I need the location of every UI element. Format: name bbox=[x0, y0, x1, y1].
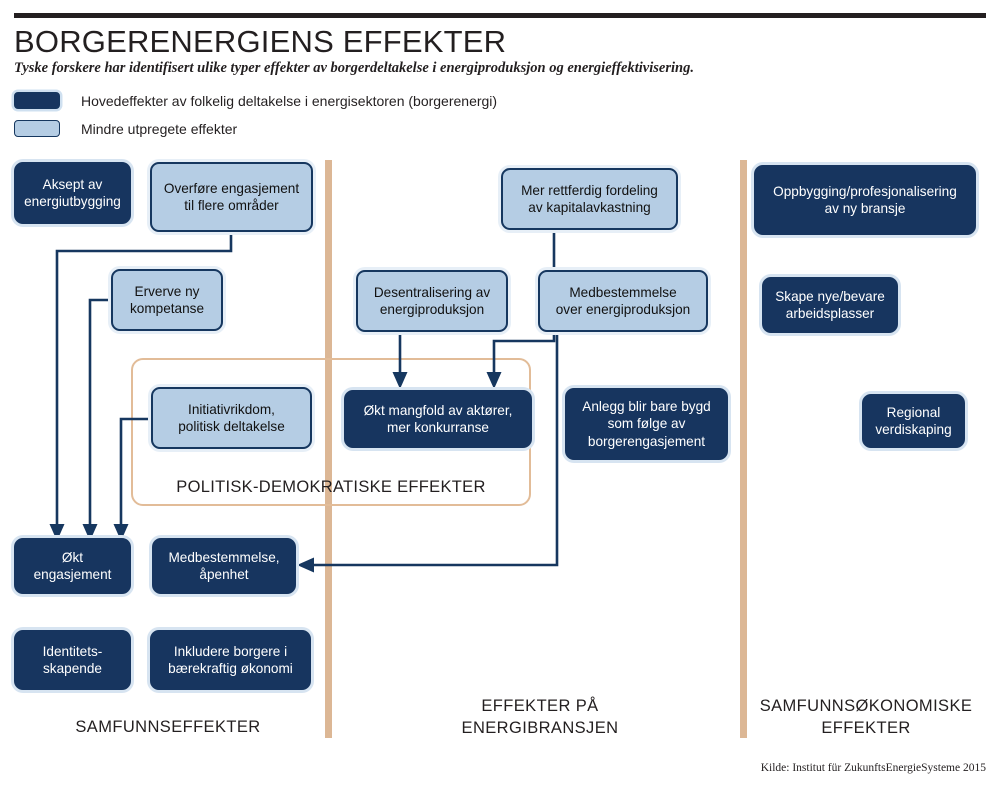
node-medbestemmelse-over-energiproduksjon[interactable]: Medbestemmelse over energiproduksjon bbox=[538, 270, 708, 332]
column-caption-samfunnseffekter: SAMFUNNSEFFEKTER bbox=[75, 718, 261, 736]
legend-item-main-effects: Hovedeffekter av folkelig deltakelse i e… bbox=[14, 92, 497, 109]
node-inkludere-borgere[interactable]: Inkludere borgere i bærekraftig økonomi bbox=[150, 630, 311, 690]
node-desentralisering[interactable]: Desentralisering av energiproduksjon bbox=[356, 270, 508, 332]
legend-item-minor-effects: Mindre utpregete effekter bbox=[14, 120, 237, 137]
node-okt-engasjement[interactable]: Økt engasjement bbox=[14, 538, 131, 594]
node-initiativrikdom[interactable]: Initiativrikdom, politisk deltakelse bbox=[151, 387, 312, 449]
legend-label-minor-effects: Mindre utpregete effekter bbox=[81, 120, 238, 137]
node-identitetsskapende[interactable]: Identitets- skapende bbox=[14, 630, 131, 690]
node-erverve-ny-kompetanse[interactable]: Erverve ny kompetanse bbox=[111, 269, 223, 331]
page-subtitle: Tyske forskere har identifisert ulike ty… bbox=[14, 60, 694, 76]
source-credit: Kilde: Institut für ZukunftsEnergieSyste… bbox=[760, 762, 986, 774]
column-divider-2 bbox=[740, 160, 747, 738]
column-caption-samfunnsokonomiske-effekter: SAMFUNNSØKONOMISKE EFFEKTER bbox=[759, 697, 973, 738]
node-regional-verdiskaping[interactable]: Regional verdiskaping bbox=[862, 394, 965, 448]
header-rule bbox=[14, 13, 986, 18]
column-caption-effekter-pa-energibransjen: EFFEKTER PÅ ENERGIBRANSJEN bbox=[461, 697, 619, 738]
legend-label-main-effects: Hovedeffekter av folkelig deltakelse i e… bbox=[81, 92, 498, 109]
node-overfore-engasjement[interactable]: Overføre engasjement til flere områder bbox=[150, 162, 313, 232]
page-title: BORGERENERGIENS EFFEKTER bbox=[14, 24, 507, 59]
node-okt-mangfold[interactable]: Økt mangfold av aktører, mer konkurranse bbox=[344, 390, 532, 448]
node-oppbygging-profesjonalisering[interactable]: Oppbygging/profesjonalisering av ny bran… bbox=[754, 165, 976, 235]
node-aksept-av-energiutbygging[interactable]: Aksept av energiutbygging bbox=[14, 162, 131, 224]
node-anlegg-blir-bare-bygd[interactable]: Anlegg blir bare bygd som følge av borge… bbox=[565, 388, 728, 460]
legend-swatch-dark-icon bbox=[14, 92, 60, 109]
node-mer-rettferdig-fordeling[interactable]: Mer rettferdig fordeling av kapitalavkas… bbox=[501, 168, 678, 230]
group-title-political-democratic: POLITISK-DEMOKRATISKE EFFEKTER bbox=[176, 478, 486, 496]
node-medbestemmelse-apenhet[interactable]: Medbestemmelse, åpenhet bbox=[152, 538, 296, 594]
node-skape-nye-bevare-arbeidsplasser[interactable]: Skape nye/bevare arbeidsplasser bbox=[762, 277, 898, 333]
legend-swatch-light-icon bbox=[14, 120, 60, 137]
